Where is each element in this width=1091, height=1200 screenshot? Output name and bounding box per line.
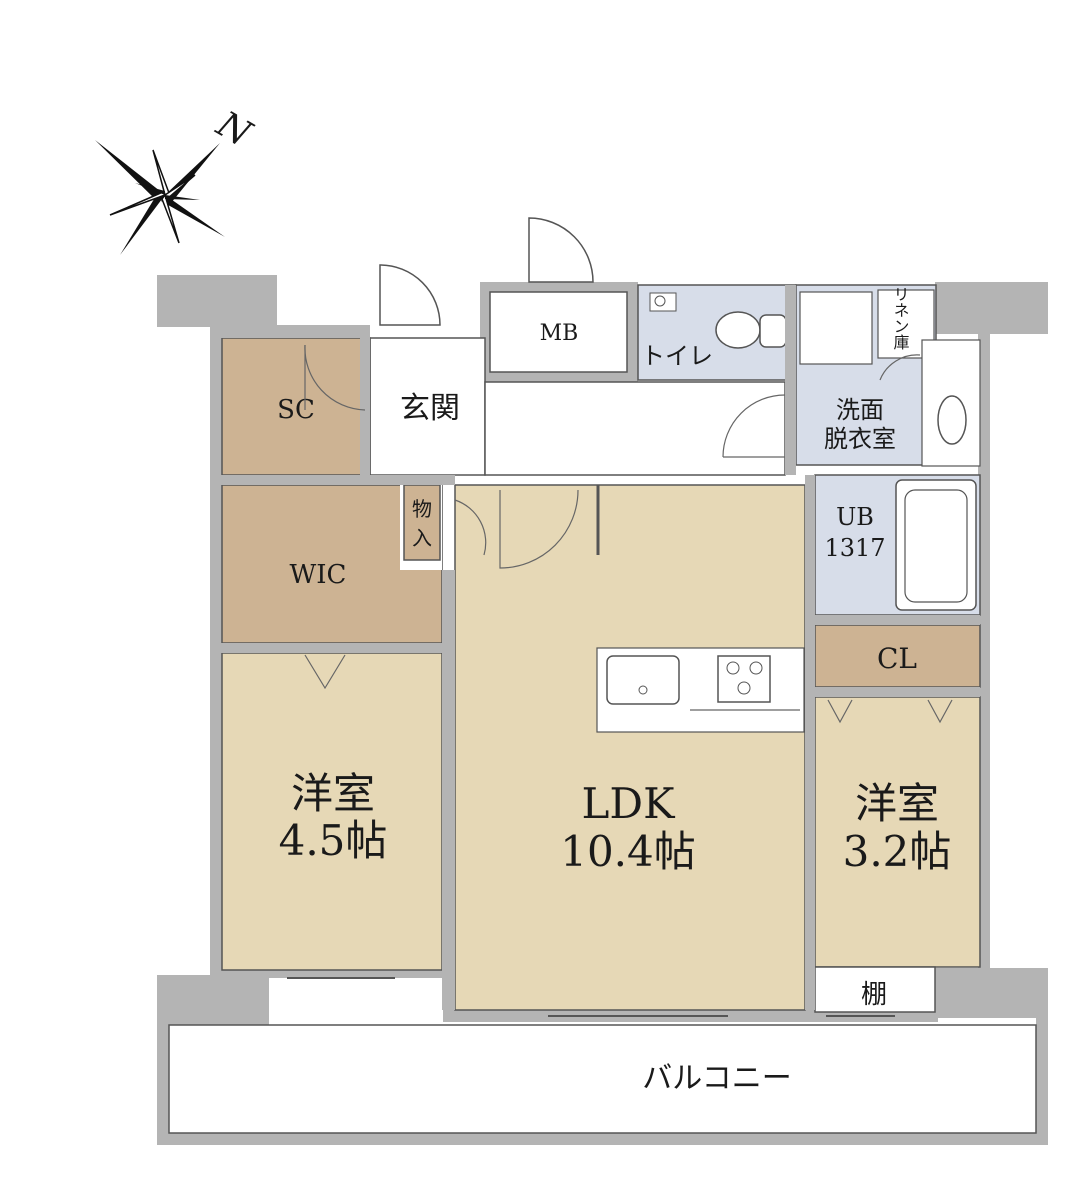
label-ub-line1: UB bbox=[836, 503, 874, 531]
balcony-wall-bottom bbox=[157, 1133, 1048, 1145]
label-washroom-line2: 脱衣室 bbox=[824, 425, 896, 453]
label-ldk-line1: LDK bbox=[582, 779, 677, 828]
washing-machine-pan-icon bbox=[799, 291, 873, 365]
wall-corner-ne bbox=[935, 282, 1048, 334]
stove-icon bbox=[717, 655, 771, 703]
wall-interior-1 bbox=[210, 475, 455, 485]
label-mb: MB bbox=[540, 321, 579, 346]
compass-north-label: N bbox=[209, 103, 259, 156]
toilet-paper-roll-icon bbox=[654, 295, 666, 307]
kitchen-sink-icon bbox=[606, 655, 680, 705]
wall-corner-nw bbox=[157, 275, 277, 327]
label-shelf: 棚 bbox=[861, 980, 887, 1010]
closet-door-marker-a bbox=[304, 654, 346, 690]
wall-south-western-a bbox=[210, 968, 455, 978]
label-ldk-line2: 10.4帖 bbox=[560, 827, 696, 876]
burner-icon bbox=[737, 681, 751, 695]
label-cl: CL bbox=[877, 642, 917, 675]
label-toilet: トイレ bbox=[641, 342, 713, 370]
hallway bbox=[484, 381, 786, 476]
sc-door-swing bbox=[304, 344, 366, 411]
toilet-tank-icon bbox=[759, 314, 787, 348]
wall-interior-3 bbox=[442, 570, 455, 1010]
room-ldk bbox=[454, 484, 806, 1011]
label-western-a-line2: 4.5帖 bbox=[279, 816, 388, 865]
label-western-a-line1: 洋室 bbox=[291, 769, 375, 818]
balcony-wall-right bbox=[1036, 1018, 1048, 1145]
label-sc: SC bbox=[277, 395, 315, 425]
basin-icon bbox=[937, 395, 967, 445]
wall-corner-sw bbox=[157, 975, 269, 1025]
wall-interior-6 bbox=[805, 687, 980, 697]
closet-door-marker-c bbox=[927, 699, 953, 724]
label-western-b-line1: 洋室 bbox=[855, 779, 939, 828]
wall-interior-9 bbox=[360, 338, 370, 475]
balcony-wall-left bbox=[157, 1025, 169, 1145]
burner-icon bbox=[749, 661, 763, 675]
wall-interior-2 bbox=[210, 643, 455, 653]
room-western-a bbox=[221, 652, 443, 971]
label-washroom-line1: 洗面 bbox=[836, 396, 884, 424]
toilet-bowl-icon bbox=[715, 311, 761, 349]
label-storage-small-2: 入 bbox=[412, 526, 432, 550]
compass-rose-icon bbox=[95, 140, 225, 255]
mb-door-swing bbox=[528, 217, 594, 283]
label-ub-line2: 1317 bbox=[824, 534, 885, 562]
label-entrance: 玄関 bbox=[400, 391, 460, 426]
wall-interior-7 bbox=[210, 325, 370, 338]
label-storage-small-1: 物 bbox=[412, 497, 432, 521]
wall-interior-4 bbox=[805, 475, 815, 1010]
room-storage-small bbox=[403, 484, 441, 561]
balcony bbox=[168, 1024, 1037, 1134]
bathtub-inner bbox=[904, 489, 968, 603]
sink-drain-icon bbox=[638, 685, 648, 695]
ldk-door-swing bbox=[499, 489, 579, 569]
wall-east bbox=[978, 330, 990, 970]
label-balcony: バルコニー bbox=[642, 1061, 791, 1096]
wall-interior-8 bbox=[785, 285, 796, 475]
wall-corner-se bbox=[935, 968, 1048, 1018]
wall-interior-5 bbox=[805, 615, 980, 625]
label-linen: リネン庫 bbox=[891, 286, 910, 350]
closet-door-marker-b bbox=[827, 699, 853, 724]
room-mb bbox=[489, 291, 628, 373]
label-western-b-line2: 3.2帖 bbox=[843, 827, 952, 876]
linen-door-swing bbox=[879, 354, 921, 381]
washroom-door-swing bbox=[722, 394, 786, 458]
label-wic: WIC bbox=[290, 560, 347, 590]
burner-icon bbox=[726, 661, 740, 675]
storage-door-swing bbox=[454, 499, 487, 556]
room-shelf bbox=[814, 966, 936, 1013]
entrance-door-swing bbox=[379, 264, 441, 326]
toilet-paper-icon bbox=[649, 292, 677, 312]
